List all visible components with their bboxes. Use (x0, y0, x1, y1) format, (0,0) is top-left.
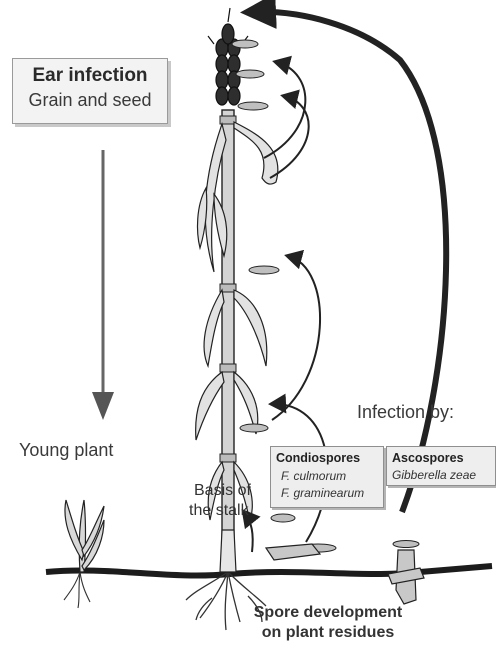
young-seedling (65, 500, 104, 572)
leaves (196, 122, 278, 522)
ear-infection-subtitle: Grain and seed (13, 90, 167, 111)
species-graminearum: F. graminearum (281, 486, 364, 500)
soil-line (46, 566, 492, 576)
ascospores-box: Ascospores Gibberella zeae (386, 446, 496, 486)
conidiospores-title: Condiospores (276, 451, 360, 465)
arrow-to-upper-leaf (272, 256, 320, 420)
basis-label-line2: the stalk (189, 502, 249, 520)
wheat-ear (208, 8, 248, 105)
infection-by-label: Infection by: (357, 402, 454, 423)
spore-development-line2: on plant residues (0, 624, 496, 642)
ascospores-title: Ascospores (392, 451, 464, 465)
ear-infection-box: Ear infection Grain and seed (12, 58, 168, 124)
species-gibberella: Gibberella zeae (392, 468, 476, 482)
seedling-roots (64, 572, 90, 608)
arrow-leaf-to-ear-1 (264, 62, 305, 158)
basis-label-line1: Basis of (194, 482, 251, 500)
ear-infection-title: Ear infection (13, 65, 167, 87)
ascospore-arrow (252, 12, 446, 512)
basal-stalk (220, 530, 236, 572)
conidiospores-box: Condiospores F. culmorum F. graminearum (270, 446, 384, 508)
young-plant-label: Young plant (19, 440, 113, 461)
spore-development-line1: Spore development (0, 604, 496, 622)
timeline-arrowhead (92, 392, 114, 420)
species-culmorum: F. culmorum (281, 469, 346, 483)
